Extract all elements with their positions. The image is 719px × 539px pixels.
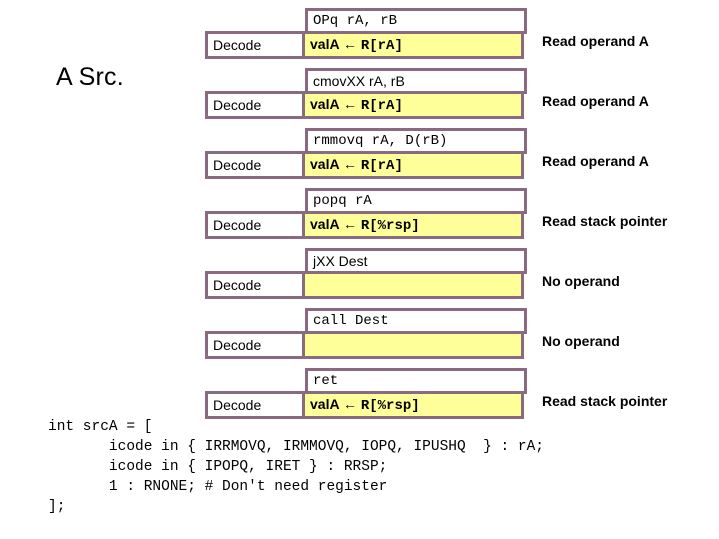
stage-name-cell: Decode [205, 271, 305, 299]
stage-label: Decode [213, 37, 262, 53]
stage-name-cell: Decode [205, 331, 305, 359]
table-row: Decode valA ← R[rA] [205, 151, 527, 179]
table-row: Decode valA ← R[%rsp] [205, 211, 527, 239]
operand-note: Read operand A [542, 93, 649, 109]
table-row: Decode valA ← R[%rsp] [205, 391, 527, 419]
decode-action-label: valA ← R[%rsp] [310, 216, 420, 234]
code-line: icode in { IPOPQ, IRET } : RRSP; [48, 459, 388, 475]
hcl-code-block: int srcA = [ icode in { IRRMOVQ, IRMMOVQ… [48, 417, 544, 517]
operand-note: Read operand A [542, 153, 649, 169]
decode-action-cell: valA ← R[%rsp] [302, 391, 524, 419]
stage-name-cell: Decode [205, 151, 305, 179]
decode-action-cell: valA ← R[rA] [302, 91, 524, 119]
instruction-label: popq rA [313, 193, 372, 209]
instruction-group: popq rA Decode valA ← R[%rsp] Read stack po… [0, 188, 719, 244]
instruction-label: OPq rA, rB [313, 13, 398, 29]
operand-note: No operand [542, 273, 620, 289]
instruction-header-cell: OPq rA, rB [305, 8, 527, 34]
instruction-group: OPq rA, rB Decode valA ← R[rA] Read operand… [0, 8, 719, 64]
stage-label: Decode [213, 97, 262, 113]
code-line: int srcA = [ [48, 419, 153, 435]
instruction-label: jXX Dest [313, 253, 368, 269]
decode-action-label: valA ← R[%rsp] [310, 396, 420, 414]
stage-label: Decode [213, 277, 262, 293]
stage-name-cell: Decode [205, 391, 305, 419]
decode-action-cell [302, 331, 524, 359]
table-row: Decode valA ← R[rA] [205, 91, 527, 119]
decode-action-label: valA ← R[rA] [310, 96, 403, 114]
decode-action-cell: valA ← R[rA] [302, 151, 524, 179]
operand-note: No operand [542, 333, 620, 349]
page-title: A Src. [56, 63, 124, 91]
stage-label: Decode [213, 337, 262, 353]
decode-action-cell: valA ← R[%rsp] [302, 211, 524, 239]
operand-note: Read stack pointer [542, 213, 668, 229]
code-line: icode in { IRRMOVQ, IRMMOVQ, IOPQ, IPUSH… [48, 439, 544, 455]
table-row: Decode [205, 331, 527, 359]
stage-label: Decode [213, 397, 262, 413]
code-line: ]; [48, 499, 66, 515]
instruction-label: ret [313, 373, 339, 389]
decode-stage-table: OPq rA, rB Decode valA ← R[rA] Read operand… [0, 8, 719, 424]
instruction-label: call Dest [313, 313, 389, 329]
code-line: 1 : RNONE; # Don't need register [48, 479, 388, 495]
stage-label: Decode [213, 217, 262, 233]
instruction-group: rmmovq rA, D(rB) Decode valA ← R[rA] Read o… [0, 128, 719, 184]
decode-action-label: valA ← R[rA] [310, 156, 403, 174]
operand-note: Read stack pointer [542, 393, 668, 409]
instruction-label: rmmovq rA, D(rB) [313, 133, 448, 149]
operand-note: Read operand A [542, 33, 649, 49]
stage-name-cell: Decode [205, 31, 305, 59]
decode-action-cell: valA ← R[rA] [302, 31, 524, 59]
stage-label: Decode [213, 157, 262, 173]
table-row: Decode [205, 271, 527, 299]
table-row: Decode valA ← R[rA] [205, 31, 527, 59]
instruction-label: cmovXX rA, rB [313, 73, 405, 89]
stage-name-cell: Decode [205, 211, 305, 239]
stage-name-cell: Decode [205, 91, 305, 119]
decode-action-label: valA ← R[rA] [310, 36, 403, 54]
instruction-group: cmovXX rA, rB Decode valA ← R[rA] Read oper… [0, 68, 719, 124]
decode-action-cell [302, 271, 524, 299]
